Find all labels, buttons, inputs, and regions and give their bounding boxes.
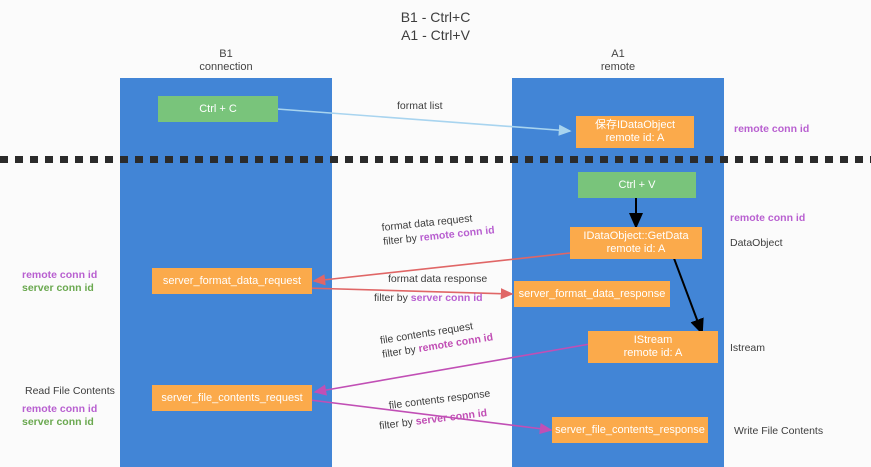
annotation-istream: Istream bbox=[730, 342, 765, 355]
arrow-format-data-response bbox=[304, 287, 514, 300]
node-server-format-data-response-label: server_format_data_response bbox=[518, 287, 666, 300]
page-title-line-2: A1 - Ctrl+V bbox=[401, 27, 470, 43]
node-server-format-data-request[interactable]: server_format_data_request bbox=[152, 268, 312, 294]
annotation-left-remote-conn-id-2: remote conn id bbox=[22, 403, 98, 415]
edge-label-format-data-request-filter-prefix: filter by bbox=[382, 232, 421, 248]
column-header-a1: A1 remote bbox=[512, 48, 724, 74]
annotation-dataobject-text: DataObject bbox=[730, 237, 783, 249]
page-title-line-1: B1 - Ctrl+C bbox=[400, 9, 471, 25]
edge-label-format-list-text: format list bbox=[397, 100, 443, 112]
node-server-format-data-request-label: server_format_data_request bbox=[162, 274, 302, 287]
annotation-dataobject: DataObject bbox=[730, 237, 783, 250]
node-ctrl-v-label: Ctrl + V bbox=[618, 178, 656, 191]
edge-label-format-list: format list bbox=[397, 99, 443, 113]
annotation-remote-conn-id-top: remote conn id bbox=[734, 123, 809, 136]
edge-label-format-data-response-filter: filter by server conn id bbox=[374, 291, 487, 305]
node-server-format-data-response[interactable]: server_format_data_response bbox=[514, 281, 670, 307]
node-idataobject-getdata[interactable]: IDataObject::GetData remote id: A bbox=[570, 227, 702, 259]
arrow-getdata-to-istream bbox=[671, 252, 704, 335]
annotation-read-file-contents-text: Read File Contents bbox=[25, 385, 115, 397]
section-divider bbox=[0, 156, 871, 163]
node-server-file-contents-response[interactable]: server_file_contents_response bbox=[552, 417, 708, 443]
node-idataobject-getdata-line-2: remote id: A bbox=[606, 243, 666, 255]
annotation-left-conn-ids-upper: remote conn id server conn id bbox=[22, 269, 97, 295]
node-save-idataobject-line-2: remote id: A bbox=[605, 132, 665, 144]
annotation-left-server-conn-id: server conn id bbox=[22, 282, 94, 294]
node-idataobject-getdata-line-1: IDataObject::GetData bbox=[583, 230, 689, 242]
annotation-left-conn-ids-lower: remote conn id server conn id bbox=[22, 403, 97, 429]
node-ctrl-v[interactable]: Ctrl + V bbox=[578, 172, 696, 198]
node-save-idataobject[interactable]: 保存IDataObject remote id: A bbox=[576, 116, 694, 148]
annotation-write-file-contents-text: Write File Contents bbox=[734, 425, 824, 437]
arrow-format-data-request bbox=[312, 252, 571, 286]
column-header-b1-role: connection bbox=[199, 61, 253, 73]
node-istream-line-2: remote id: A bbox=[623, 347, 683, 359]
column-header-a1-role: remote bbox=[600, 61, 636, 73]
arrow-format-list bbox=[276, 108, 572, 136]
page-title: B1 - Ctrl+C A1 - Ctrl+V bbox=[0, 8, 871, 44]
column-header-b1: B1 connection bbox=[120, 48, 332, 74]
node-istream[interactable]: IStream remote id: A bbox=[588, 331, 718, 363]
column-header-a1-name: A1 bbox=[611, 48, 625, 60]
node-save-idataobject-line-1: 保存IDataObject bbox=[594, 119, 676, 131]
annotation-left-remote-conn-id: remote conn id bbox=[22, 269, 98, 281]
node-istream-line-1: IStream bbox=[633, 334, 673, 346]
node-ctrl-c[interactable]: Ctrl + C bbox=[158, 96, 278, 122]
arrow-file-contents-request bbox=[313, 343, 591, 396]
edge-label-format-data-response-filter-prefix: filter by bbox=[374, 292, 411, 304]
node-server-file-contents-request[interactable]: server_file_contents_request bbox=[152, 385, 312, 411]
annotation-read-file-contents: Read File Contents bbox=[25, 385, 115, 398]
edge-label-format-data-response: format data response filter by server co… bbox=[374, 272, 488, 305]
edge-label-format-data-response-text: format data response bbox=[388, 273, 488, 285]
annotation-remote-conn-id-top-text: remote conn id bbox=[734, 123, 810, 135]
arrow-file-contents-response bbox=[309, 399, 553, 435]
column-header-b1-name: B1 bbox=[219, 48, 233, 60]
node-server-file-contents-request-label: server_file_contents_request bbox=[161, 391, 303, 404]
node-server-file-contents-response-label: server_file_contents_response bbox=[555, 423, 705, 436]
annotation-remote-conn-id-mid-text: remote conn id bbox=[730, 212, 806, 224]
annotation-remote-conn-id-mid: remote conn id bbox=[730, 212, 805, 225]
annotation-write-file-contents: Write File Contents bbox=[734, 425, 823, 438]
node-ctrl-c-label: Ctrl + C bbox=[199, 102, 237, 115]
annotation-left-server-conn-id-2: server conn id bbox=[22, 416, 94, 428]
edge-label-format-data-response-filter-key: server conn id bbox=[410, 292, 483, 304]
annotation-istream-text: Istream bbox=[730, 342, 766, 354]
